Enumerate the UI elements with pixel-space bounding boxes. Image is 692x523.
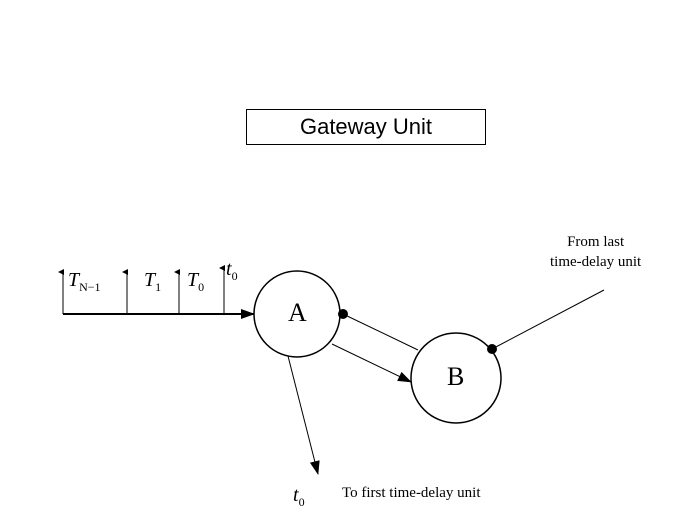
pulse-subscript: 0 [231, 269, 238, 283]
from-last-note-line2: time-delay unit [550, 254, 642, 270]
output-symbol: t [293, 484, 299, 506]
node-b-label: B [447, 362, 465, 391]
node-b-port-dot [487, 344, 497, 354]
from-last-note: From last time-delay unit [550, 232, 641, 272]
pulse-symbol: t [226, 258, 232, 280]
pulse-label-tn-1: TN−1 [68, 269, 101, 295]
a-to-b-arrow [331, 343, 412, 383]
node-a-port-dot [338, 309, 348, 319]
a-to-b-line [342, 313, 419, 351]
pulse-label-small-t0: t0 [226, 258, 238, 284]
pulse-subscript: 0 [198, 280, 205, 294]
output-label: t0 [293, 484, 305, 510]
to-first-note: To first time-delay unit [342, 485, 481, 501]
output-subscript: 0 [298, 495, 305, 509]
from-last-note-line1: From last [567, 234, 625, 250]
pulse-label-t1: T1 [144, 269, 161, 295]
title-box: Gateway Unit [246, 109, 486, 145]
pulse-subscript: 1 [155, 280, 162, 294]
node-a-label: A [288, 298, 307, 327]
pulse-subscript: N−1 [79, 280, 101, 294]
pulse-symbol: T [68, 269, 80, 291]
pulse-label-t0: T0 [187, 269, 204, 295]
pulse-symbol: T [187, 269, 199, 291]
output-arrow [287, 355, 320, 475]
pulse-symbol: T [144, 269, 156, 291]
from-last-line [491, 289, 605, 350]
